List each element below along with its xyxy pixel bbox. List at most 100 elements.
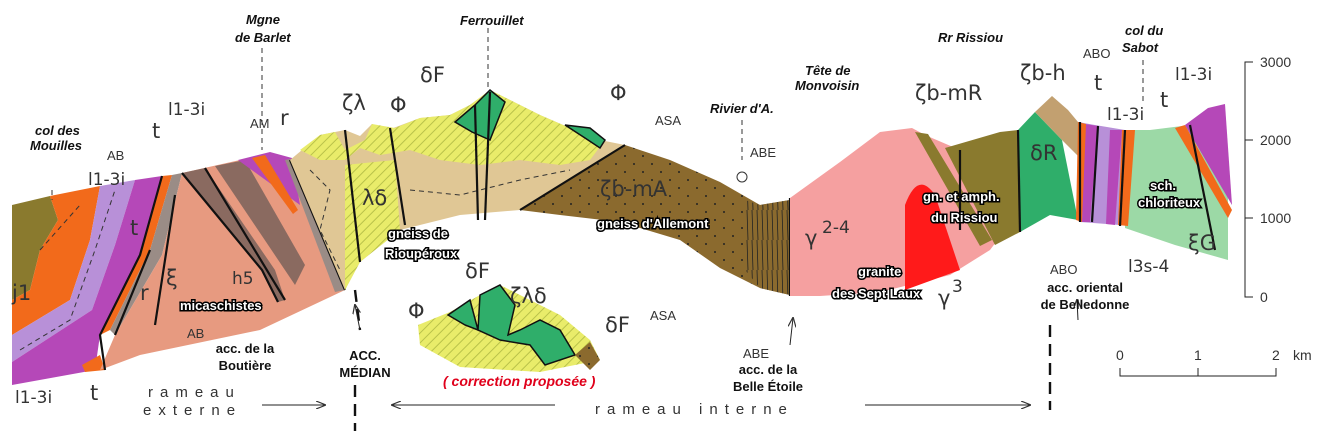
- svg-text:ζb-h: ζb-h: [1020, 61, 1066, 85]
- svg-text:Belle Étoile: Belle Étoile: [733, 379, 803, 394]
- svg-text:ABE: ABE: [750, 145, 776, 160]
- svg-text:acc. de la: acc. de la: [216, 341, 275, 356]
- svg-text:col des: col des: [35, 123, 80, 138]
- unit-t-orange-2: [100, 175, 172, 335]
- svg-text:Sabot: Sabot: [1122, 40, 1159, 55]
- svg-text:AM: AM: [250, 116, 270, 131]
- arrow-up-icon: [355, 305, 360, 331]
- svg-text:micaschistes: micaschistes: [180, 298, 262, 313]
- svg-text:3: 3: [952, 277, 963, 297]
- svg-text:ABO: ABO: [1083, 46, 1110, 61]
- svg-text:km: km: [1293, 347, 1312, 363]
- unit-brown: [945, 130, 1020, 245]
- svg-text:ξG: ξG: [1188, 231, 1216, 255]
- fault-labels: acc. de la Boutière ACC. MÉDIAN acc. de …: [216, 280, 1130, 394]
- external-block: [12, 152, 347, 385]
- unit-micaschistes: [100, 155, 345, 370]
- svg-text:l1-3i: l1-3i: [1175, 65, 1212, 85]
- rameau-interne-label: rameau interne: [595, 401, 794, 418]
- unit-names: micaschistes gneiss de Rioupéroux gneiss…: [179, 177, 1203, 315]
- svg-text:des Sept Laux: des Sept Laux: [832, 286, 921, 301]
- svg-text:Φ: Φ: [610, 81, 627, 105]
- unit-deltaR-green: [1018, 112, 1078, 232]
- svg-text:gneiss de: gneiss de: [388, 226, 448, 241]
- unit-mylonite-zone: [745, 200, 790, 295]
- svg-text:l1-3i: l1-3i: [168, 100, 205, 120]
- svg-text:col du: col du: [1125, 23, 1163, 38]
- arrow-up-icon: [790, 318, 793, 346]
- svg-text:l1-3i: l1-3i: [15, 388, 52, 408]
- svg-text:granite: granite: [858, 264, 901, 279]
- svg-text:ASA: ASA: [650, 308, 676, 323]
- unit-r-orange-top: [252, 155, 298, 214]
- unit-lavender: [12, 180, 135, 362]
- inset-correction: [418, 284, 600, 372]
- unit-lambda-delta: [345, 160, 400, 290]
- svg-text:1: 1: [1194, 347, 1202, 363]
- svg-text:r: r: [140, 281, 149, 305]
- unit-yellow-upper: [300, 90, 605, 165]
- unit-orange-strip-3: [1175, 125, 1232, 218]
- svg-text:du Rissiou: du Rissiou: [931, 210, 998, 225]
- svg-text:ζb-mA: ζb-mA: [600, 177, 668, 201]
- svg-text:ABE: ABE: [743, 346, 769, 361]
- svg-text:1000: 1000: [1260, 210, 1291, 226]
- svg-text:λδ: λδ: [362, 186, 387, 210]
- svg-text:r: r: [280, 106, 289, 130]
- inset-brown: [575, 342, 600, 370]
- svg-text:acc. oriental: acc. oriental: [1047, 280, 1123, 295]
- rameau-externe-label: rameau: [148, 384, 241, 401]
- unit-olive-band: [915, 132, 992, 246]
- svg-text:( correction proposée ): ( correction proposée ): [443, 373, 596, 389]
- svg-text:Monvoisin: Monvoisin: [795, 78, 859, 93]
- svg-text:t: t: [1094, 71, 1102, 95]
- unit-magenta-top-right: [1185, 104, 1232, 205]
- svg-text:l3s-4: l3s-4: [1128, 257, 1169, 277]
- svg-text:δF: δF: [605, 313, 630, 337]
- svg-text:gn. et amph.: gn. et amph.: [923, 189, 1000, 204]
- place-names: col des Mouilles Mgne de Barlet Ferrouil…: [30, 12, 1163, 153]
- svg-text:Rioupéroux: Rioupéroux: [385, 246, 458, 261]
- altitude-axis: 3000 2000 1000 0: [1244, 54, 1291, 305]
- unit-zeta-bh-tan: [1035, 96, 1080, 158]
- svg-text:ABO: ABO: [1050, 262, 1077, 277]
- unit-t-orange: [12, 186, 100, 335]
- svg-text:j1: j1: [11, 281, 31, 305]
- unit-magenta: [12, 176, 162, 385]
- svg-text:Rivier d'A.: Rivier d'A.: [710, 101, 774, 116]
- svg-text:Φ: Φ: [408, 299, 425, 323]
- svg-text:3000: 3000: [1260, 54, 1291, 70]
- svg-text:ζλ: ζλ: [342, 91, 366, 115]
- svg-text:Boutière: Boutière: [219, 358, 272, 373]
- svg-text:AB: AB: [107, 148, 124, 163]
- svg-text:Rr Rissiou: Rr Rissiou: [938, 30, 1003, 45]
- scale-bar: 0 1 2 km: [1116, 347, 1312, 377]
- svg-text:AB: AB: [187, 326, 204, 341]
- svg-text:de Belledonne: de Belledonne: [1041, 297, 1130, 312]
- median-block: [290, 88, 625, 290]
- unit-deltaF-green-2: [564, 124, 606, 150]
- svg-text:2-4: 2-4: [822, 218, 850, 238]
- svg-text:ASA: ASA: [655, 113, 681, 128]
- svg-text:Tête de: Tête de: [805, 63, 851, 78]
- svg-text:γ: γ: [805, 226, 817, 250]
- arrow-up-icon: [1077, 300, 1078, 321]
- svg-text:γ: γ: [938, 286, 950, 310]
- svg-text:Φ: Φ: [390, 93, 407, 117]
- svg-text:ζb-mR: ζb-mR: [915, 81, 982, 105]
- unit-h5-band-2: [215, 160, 305, 285]
- unit-gneiss-allemont: [520, 145, 790, 295]
- svg-text:δF: δF: [465, 259, 490, 283]
- svg-text:gneiss d'Allemont: gneiss d'Allemont: [597, 216, 709, 231]
- unit-gray-strip: [285, 158, 345, 292]
- svg-text:MÉDIAN: MÉDIAN: [339, 365, 390, 380]
- svg-text:0: 0: [1116, 347, 1124, 363]
- svg-text:0: 0: [1260, 289, 1268, 305]
- svg-text:h5: h5: [232, 269, 254, 289]
- unit-magenta-strip: [1082, 124, 1098, 222]
- svg-text:t: t: [90, 381, 98, 405]
- svg-text:sch.: sch.: [1150, 178, 1176, 193]
- svg-text:t: t: [130, 216, 138, 240]
- internal-block: [790, 96, 1232, 296]
